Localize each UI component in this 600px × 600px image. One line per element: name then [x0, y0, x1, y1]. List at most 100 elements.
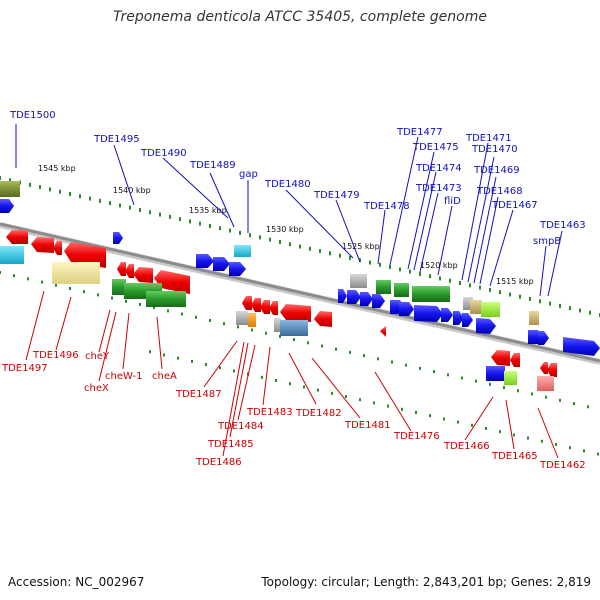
gene-feature[interactable] — [146, 291, 186, 307]
scale-tick-label: 1525 kbp — [342, 242, 380, 251]
gene-feature[interactable] — [463, 297, 473, 310]
gene-feature[interactable] — [280, 320, 308, 336]
reverse-gene-labels: TDE1497 TDE1496 cheY cheX cheW-1 cheA TD… — [1, 350, 586, 471]
gene-feature[interactable] — [6, 230, 28, 244]
gene-label: TDE1463 — [539, 220, 586, 231]
reverse-leaders — [25, 290, 559, 459]
gene-label: TDE1483 — [246, 407, 293, 418]
gene-feature[interactable] — [0, 246, 24, 264]
gene-label: TDE1473 — [415, 183, 462, 194]
gene-label: TDE1497 — [1, 363, 48, 374]
gene-feature[interactable] — [412, 286, 450, 302]
gene-label: TDE1500 — [9, 110, 56, 121]
gene-label: TDE1490 — [140, 148, 187, 159]
gene-label: TDE1471 — [465, 133, 512, 144]
gene-feature[interactable] — [280, 304, 311, 322]
gene-label: TDE1486 — [195, 457, 242, 468]
gene-feature[interactable] — [113, 232, 123, 244]
reverse-features — [0, 230, 557, 391]
gene-feature[interactable] — [470, 300, 482, 314]
gene-feature[interactable] — [274, 318, 281, 332]
gene-feature[interactable] — [117, 262, 126, 276]
gene-label: TDE1487 — [175, 389, 222, 400]
scale-ticks: 1545 kbp 1540 kbp 1535 kbp 1530 kbp 1525… — [38, 164, 534, 286]
gene-feature[interactable] — [154, 270, 190, 294]
gene-label: TDE1469 — [473, 165, 520, 176]
gene-feature[interactable] — [52, 262, 100, 284]
gene-label: TDE1474 — [415, 163, 462, 174]
gene-feature[interactable] — [133, 267, 153, 283]
gene-feature[interactable] — [453, 311, 464, 325]
gene-label: TDE1484 — [217, 421, 264, 432]
gene-label: smpB — [533, 236, 561, 247]
gene-feature[interactable] — [53, 241, 62, 255]
tick-guides — [0, 176, 600, 456]
gene-feature[interactable] — [538, 331, 549, 345]
gene-label: TDE1476 — [393, 431, 440, 442]
gene-label: TDE1489 — [189, 160, 236, 171]
gene-feature[interactable] — [491, 350, 510, 366]
gene-feature[interactable] — [394, 283, 409, 297]
gene-feature[interactable] — [481, 302, 500, 317]
gene-feature[interactable] — [0, 199, 14, 213]
gene-feature[interactable] — [64, 242, 106, 268]
gene-feature[interactable] — [213, 257, 230, 271]
gene-feature[interactable] — [510, 353, 520, 367]
gene-feature[interactable] — [350, 274, 367, 288]
gene-feature[interactable] — [376, 280, 391, 294]
gene-feature[interactable] — [563, 337, 600, 356]
gene-label: TDE1480 — [264, 179, 311, 190]
gene-feature[interactable] — [236, 311, 248, 325]
gene-label: fliD — [444, 196, 461, 207]
gene-feature[interactable] — [234, 245, 251, 257]
gene-label: TDE1465 — [491, 451, 538, 462]
gene-label: TDE1470 — [471, 144, 518, 155]
gene-label: cheW-1 — [105, 371, 142, 382]
gene-label: TDE1475 — [412, 142, 459, 153]
gene-label: TDE1485 — [207, 439, 254, 450]
gene-label: TDE1482 — [295, 408, 342, 419]
gene-label: gap — [239, 169, 258, 180]
gene-feature[interactable] — [347, 290, 361, 304]
gene-feature[interactable] — [338, 289, 347, 303]
gene-feature[interactable] — [242, 296, 252, 310]
gene-label: TDE1462 — [539, 460, 586, 471]
gene-feature[interactable] — [462, 313, 473, 327]
gene-label: cheA — [152, 371, 177, 382]
forward-features — [0, 181, 600, 356]
gene-feature[interactable] — [529, 311, 539, 325]
gene-label: TDE1478 — [363, 201, 410, 212]
gene-feature[interactable] — [125, 264, 134, 278]
scale-tick-label: 1530 kbp — [266, 225, 304, 234]
gene-label: TDE1467 — [491, 200, 538, 211]
gene-feature[interactable] — [547, 363, 557, 377]
gene-feature[interactable] — [31, 237, 54, 253]
gene-feature[interactable] — [414, 305, 443, 322]
gene-feature[interactable] — [314, 311, 332, 327]
gene-feature[interactable] — [251, 298, 261, 312]
gene-feature[interactable] — [0, 181, 20, 197]
gene-feature[interactable] — [248, 313, 256, 327]
gene-feature[interactable] — [441, 308, 453, 322]
gene-feature[interactable] — [112, 279, 126, 295]
gene-feature[interactable] — [537, 376, 554, 391]
gene-feature[interactable] — [196, 254, 214, 268]
gene-feature[interactable] — [504, 371, 517, 385]
gene-feature[interactable] — [269, 301, 278, 315]
gene-label: TDE1468 — [476, 186, 523, 197]
gene-feature[interactable] — [486, 366, 505, 381]
gene-label: cheX — [84, 383, 109, 394]
gene-feature[interactable] — [260, 300, 270, 314]
accession-text: Accession: NC_002967 — [8, 575, 145, 589]
scale-tick-label: 1515 kbp — [496, 277, 534, 286]
gene-label: TDE1481 — [344, 420, 391, 431]
gene-feature[interactable] — [476, 318, 496, 334]
gene-feature[interactable] — [540, 362, 548, 374]
gene-label: TDE1466 — [443, 441, 490, 452]
gene-feature[interactable] — [380, 326, 386, 337]
gene-feature[interactable] — [399, 302, 414, 316]
gene-feature[interactable] — [229, 262, 246, 276]
gene-feature[interactable] — [360, 292, 373, 306]
gene-feature[interactable] — [372, 294, 385, 308]
